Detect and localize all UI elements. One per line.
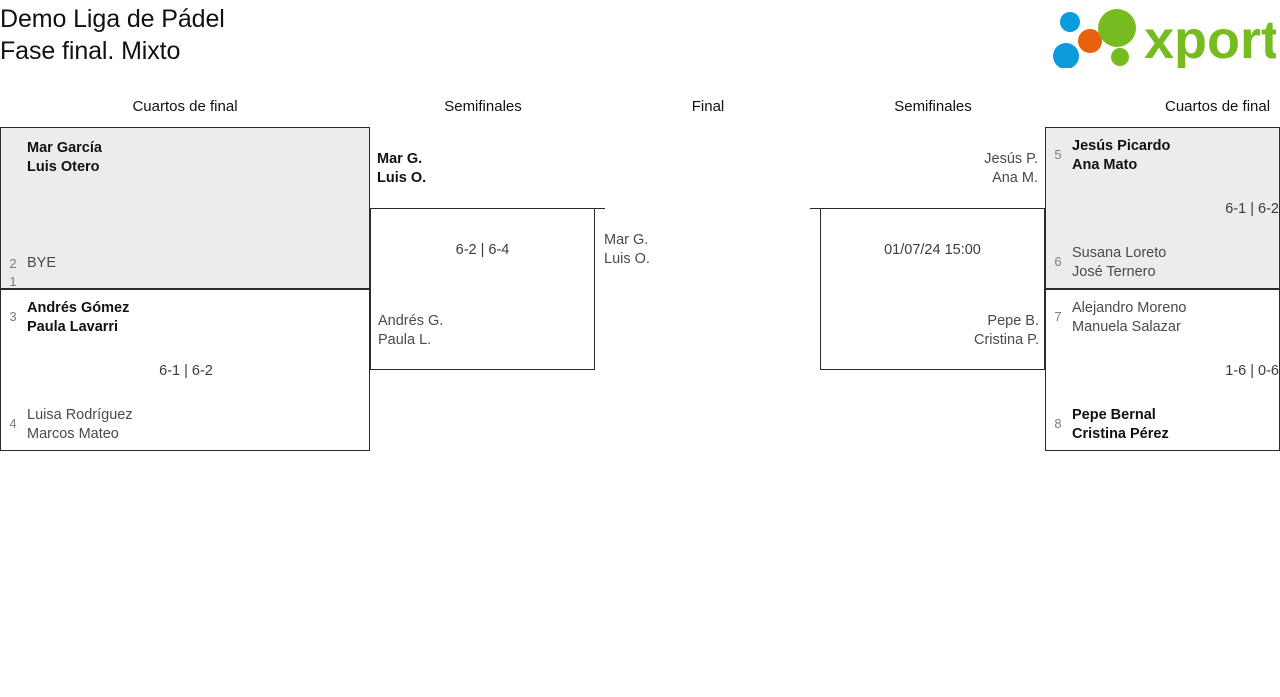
connector-sf2-to-final — [810, 208, 820, 209]
player-name: Susana Loreto — [1072, 245, 1167, 261]
player-name: Jesús Picardo — [1072, 138, 1171, 154]
team-slot-bottom: BYE — [27, 254, 56, 273]
player-name: Ana M. — [992, 170, 1038, 186]
player-name: José Ternero — [1072, 264, 1156, 280]
round-header-final: Final — [691, 98, 725, 115]
match-score: 01/07/24 15:00 — [884, 242, 981, 258]
team-slot-sf2-top: Jesús P. Ana M. — [820, 150, 1038, 188]
team-slot-top: Jesús Picardo Ana Mato — [1072, 137, 1170, 175]
seed-number: 1 — [9, 274, 17, 289]
round-header-cuartos-left: Cuartos de final — [132, 98, 238, 115]
tournament-title: Demo Liga de Pádel — [0, 5, 225, 33]
player-name: Mar García — [27, 140, 102, 156]
match-score: 6-2 | 6-4 — [455, 242, 510, 258]
player-name: Jesús P. — [984, 151, 1038, 167]
team-slot-bottom: Susana Loreto José Ternero — [1072, 244, 1166, 282]
player-name: Marcos Mateo — [27, 426, 119, 442]
player-name: Cristina P. — [973, 332, 1039, 348]
seed-number: 3 — [9, 309, 17, 324]
player-name: Mar G. — [604, 232, 649, 248]
player-name: Pepe B. — [987, 313, 1039, 329]
team-slot-sf1-top: Mar G. Luis O. — [377, 150, 426, 188]
team-slot-top: Andrés Gómez Paula Lavarri — [27, 299, 129, 337]
player-name: Andrés Gómez — [27, 300, 130, 316]
seed-number: 8 — [1054, 416, 1062, 431]
connector-sf1-to-final — [595, 208, 605, 209]
seed-number: 4 — [9, 416, 17, 431]
seed-number: 7 — [1054, 309, 1062, 324]
round-header-semifinales-left: Semifinales — [444, 98, 522, 115]
svg-text:xporty: xporty — [1144, 10, 1276, 68]
tournament-subtitle: Fase final. Mixto — [0, 37, 181, 65]
seed-number: 6 — [1054, 254, 1062, 269]
team-slot-bottom: Pepe Bernal Cristina Pérez — [1072, 406, 1169, 444]
player-name: Mar G. — [377, 151, 423, 167]
player-name: BYE — [27, 255, 57, 271]
seed-number: 5 — [1054, 147, 1062, 162]
player-name: Ana Mato — [1072, 157, 1138, 173]
player-name: Manuela Salazar — [1072, 319, 1181, 335]
team-slot-bottom: Luisa Rodríguez Marcos Mateo — [27, 406, 133, 444]
team-slot-final: Mar G. Luis O. — [604, 231, 650, 269]
match-score: 1-6 | 0-6 — [1225, 363, 1279, 379]
round-header-semifinales-right: Semifinales — [894, 98, 972, 115]
player-name: Pepe Bernal — [1072, 407, 1156, 423]
round-header-cuartos-right: Cuartos de final — [1165, 98, 1271, 115]
match-qf1[interactable]: 1 Mar García Luis Otero 2 BYE — [0, 127, 370, 289]
match-qf2[interactable]: 3 Andrés Gómez Paula Lavarri 4 Luisa Rod… — [0, 289, 370, 451]
match-qf3[interactable]: 5 Jesús Picardo Ana Mato 6 Susana Loreto… — [1045, 127, 1280, 289]
tournament-header: Demo Liga de Pádel Fase final. Mixto xpo… — [0, 0, 1280, 88]
player-name: Luis Otero — [27, 159, 100, 175]
team-slot-bottom: Andrés G. Paula L. — [378, 312, 443, 350]
player-name: Luis O. — [377, 170, 427, 186]
player-name: Paula L. — [378, 332, 432, 348]
player-name: Luisa Rodríguez — [27, 407, 133, 423]
team-slot-top: Mar García Luis Otero — [27, 139, 102, 177]
player-name: Paula Lavarri — [27, 319, 119, 335]
match-qf4[interactable]: 7 Alejandro Moreno Manuela Salazar 8 Pep… — [1045, 289, 1280, 451]
match-sf2[interactable]: 01/07/24 15:00 Pepe B. Cristina P. — [820, 208, 1045, 370]
player-name: Alejandro Moreno — [1072, 300, 1187, 316]
seed-number: 2 — [9, 256, 17, 271]
match-sf1[interactable]: 6-2 | 6-4 Andrés G. Paula L. — [370, 208, 595, 370]
match-score: 6-1 | 6-2 — [159, 363, 213, 379]
player-name: Luis O. — [604, 251, 650, 267]
team-slot-bottom: Pepe B. Cristina P. — [821, 312, 1039, 350]
player-name: Andrés G. — [378, 313, 444, 329]
match-score: 6-1 | 6-2 — [1225, 201, 1279, 217]
xporty-logo[interactable]: xporty — [1048, 6, 1276, 68]
team-slot-top: Alejandro Moreno Manuela Salazar — [1072, 299, 1186, 337]
player-name: Cristina Pérez — [1072, 426, 1169, 442]
